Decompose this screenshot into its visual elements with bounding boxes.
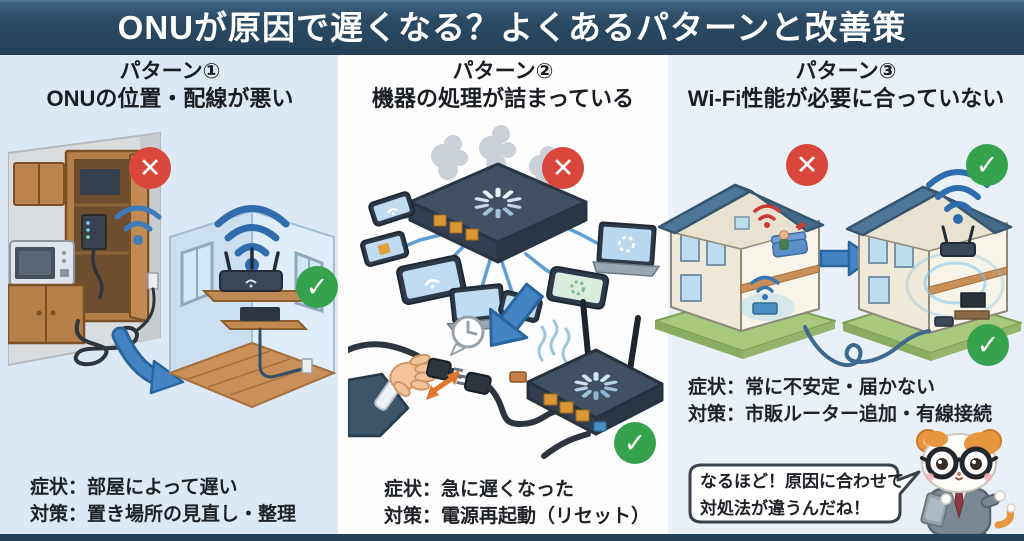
hand-unplugging [348, 341, 464, 438]
onu-placement-illustration [8, 131, 337, 409]
wired-connection-cable [803, 325, 931, 368]
speech-bubble-line1: なるほど！原因に合わせて [700, 472, 904, 491]
pattern-3-label: パターン③ [795, 60, 897, 83]
check-icon: ✓ [976, 329, 1000, 360]
green-check-badge-pattern3-top: ✓ [966, 144, 1008, 186]
pattern-2-countermeasure: 対策：電源再起動（リセット） [384, 506, 651, 527]
check-icon: ✓ [623, 427, 647, 458]
onu-device [81, 214, 107, 250]
pattern-1-title: ONUの位置・配線が悪い [46, 86, 294, 111]
pattern-3-countermeasure: 対策：市販ルーター追加・有線接続 [688, 404, 993, 425]
mascot-character [916, 429, 1016, 541]
pattern-2-label: パターン② [452, 60, 554, 83]
header-bar: ONUが原因で遅くなる？よくあるパターンと改善策 [0, 0, 1024, 55]
wifi-strong-icon [214, 205, 290, 287]
curved-arrow-icon [111, 326, 185, 395]
pattern-1-heading: パターン① ONUの位置・配線が悪い [0, 58, 340, 113]
closet-scene [8, 131, 162, 367]
cross-icon: ✕ [795, 149, 819, 180]
check-icon: ✓ [305, 271, 329, 302]
weak-coverage-house-scene [655, 183, 836, 359]
red-x-badge-pattern1: ✕ [129, 147, 171, 189]
pattern-1-countermeasure: 対策：置き場所の見直し・整理 [30, 504, 297, 525]
main-title: ONUが原因で遅くなる？よくあるパターンと改善策 [117, 9, 907, 46]
tangled-cable [73, 319, 139, 367]
wifi-coverage-illustration [655, 169, 1022, 368]
pattern-2-heading: パターン② 機器の処理が詰まっている [340, 58, 666, 113]
green-check-badge-pattern1: ✓ [296, 266, 338, 308]
pattern-2-notes: 症状：急に遅くなった 対策：電源再起動（リセット） [384, 476, 650, 530]
steam-icon [537, 319, 571, 364]
restarting-router [509, 299, 664, 436]
red-x-badge-pattern3: ✕ [786, 144, 828, 186]
cross-icon: ✕ [138, 152, 162, 183]
pattern-3-title: Wi-Fi性能が必要に合っていない [687, 86, 1005, 111]
router-overload-illustration [348, 125, 664, 459]
clock-icon [450, 315, 485, 356]
pattern-1-symptom: 症状：部屋によって遅い [30, 477, 238, 498]
tail [994, 506, 1014, 529]
upstairs-router [940, 225, 976, 257]
cross-icon: ✕ [551, 152, 575, 183]
footer-strip [0, 534, 1024, 541]
spinner-icon [474, 187, 522, 219]
speech-bubble-line2: 対処法が違うんだね！ [700, 499, 870, 518]
down-arrow-icon [488, 282, 544, 348]
overloaded-router [408, 162, 588, 264]
unplug-double-arrow-icon [426, 370, 460, 400]
tidy-room-scene [167, 205, 337, 409]
red-x-badge-pattern2: ✕ [542, 147, 584, 189]
pattern-2-symptom: 症状：急に遅くなった [384, 479, 575, 500]
green-check-badge-pattern2: ✓ [614, 422, 656, 464]
pattern-3-symptom: 症状：常に不安定・届かない [688, 377, 936, 398]
wifi-weak-red-icon [753, 204, 781, 228]
wifi-blue-icon [750, 275, 780, 300]
router-on-shelf [219, 247, 283, 292]
pattern-1-notes: 症状：部屋によって遅い 対策：置き場所の見直し・整理 [30, 474, 296, 528]
green-check-badge-pattern3-bottom: ✓ [967, 324, 1009, 366]
speech-bubble-text: なるほど！原因に合わせて 対処法が違うんだね！ [700, 468, 910, 522]
speech-bubble [688, 463, 921, 524]
pattern-1-label: パターン① [119, 60, 221, 83]
pattern-3-heading: パターン③ Wi-Fi性能が必要に合っていない [668, 58, 1024, 113]
check-icon: ✓ [975, 149, 999, 180]
power-plug-2-icon [456, 371, 492, 395]
improved-coverage-house-scene [842, 169, 1022, 361]
pattern-2-title: 機器の処理が詰まっている [371, 86, 635, 111]
wifi-weak-icon [114, 205, 162, 245]
pattern-3-notes: 症状：常に不安定・届かない 対策：市販ルーター追加・有線接続 [688, 374, 992, 428]
microwave [9, 240, 75, 286]
